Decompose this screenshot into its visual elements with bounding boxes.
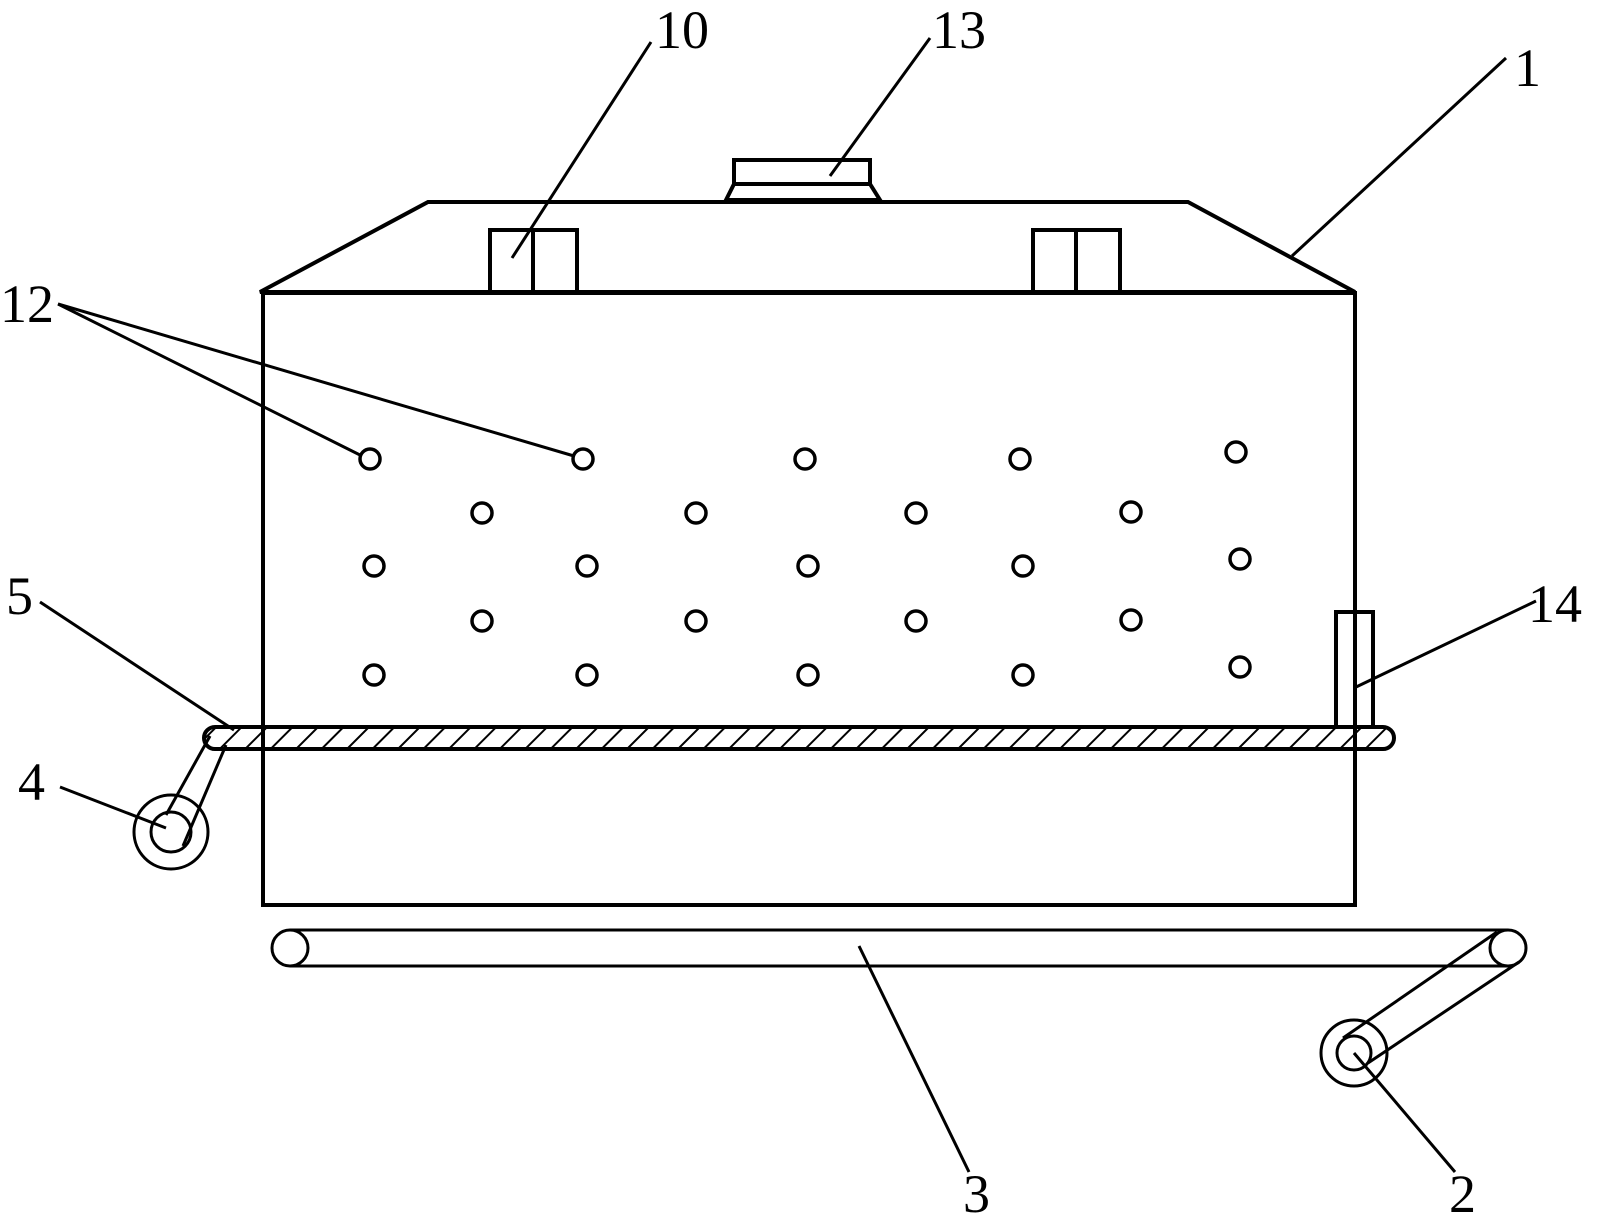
label-2: 2 <box>1449 1164 1476 1215</box>
hole <box>684 609 708 633</box>
right-motor <box>1319 930 1520 1088</box>
label-10: 10 <box>655 0 709 60</box>
housing-roof <box>259 200 1356 294</box>
leader-13 <box>828 37 932 177</box>
top-cap-plate <box>732 158 872 186</box>
leader-14 <box>1353 599 1537 690</box>
hole <box>1119 608 1143 632</box>
leader-12a <box>57 302 361 457</box>
label-13: 13 <box>932 0 986 60</box>
top-cap-neck <box>722 182 884 202</box>
conveyor <box>270 928 1528 968</box>
leader-1 <box>1290 56 1508 258</box>
top-cap <box>722 158 884 202</box>
hole <box>1228 655 1252 679</box>
label-12: 12 <box>0 274 54 334</box>
hole <box>575 663 599 687</box>
hole <box>470 609 494 633</box>
leader-2 <box>1352 1052 1457 1173</box>
hole <box>904 501 928 525</box>
hole <box>470 501 494 525</box>
label-5: 5 <box>6 566 33 626</box>
label-14: 14 <box>1528 574 1582 634</box>
roof-block-right <box>1031 228 1122 294</box>
leader-lines <box>39 37 1537 1173</box>
hole <box>796 663 820 687</box>
leader-12b <box>57 302 575 458</box>
hole <box>575 554 599 578</box>
leader-5 <box>39 600 235 732</box>
label-1: 1 <box>1514 38 1541 98</box>
hole <box>1228 547 1252 571</box>
hole <box>1011 663 1035 687</box>
hole <box>904 609 928 633</box>
leader-3 <box>857 945 971 1173</box>
housing <box>259 200 1357 907</box>
roof-block-left <box>488 228 579 294</box>
hole <box>1224 440 1248 464</box>
hole <box>362 663 386 687</box>
hole <box>358 447 382 471</box>
hole <box>362 554 386 578</box>
hole <box>796 554 820 578</box>
left-motor <box>132 735 228 871</box>
leader-10 <box>510 41 653 259</box>
hole <box>571 447 595 471</box>
hatched-shelf <box>202 725 1396 751</box>
hole <box>1008 447 1032 471</box>
hole <box>1011 554 1035 578</box>
hole <box>684 501 708 525</box>
housing-body <box>261 291 1357 907</box>
hole <box>1119 500 1143 524</box>
label-4: 4 <box>18 752 45 812</box>
hole <box>793 447 817 471</box>
leader-4 <box>59 785 167 830</box>
label-3: 3 <box>963 1164 990 1215</box>
perforation-holes <box>358 440 1252 687</box>
